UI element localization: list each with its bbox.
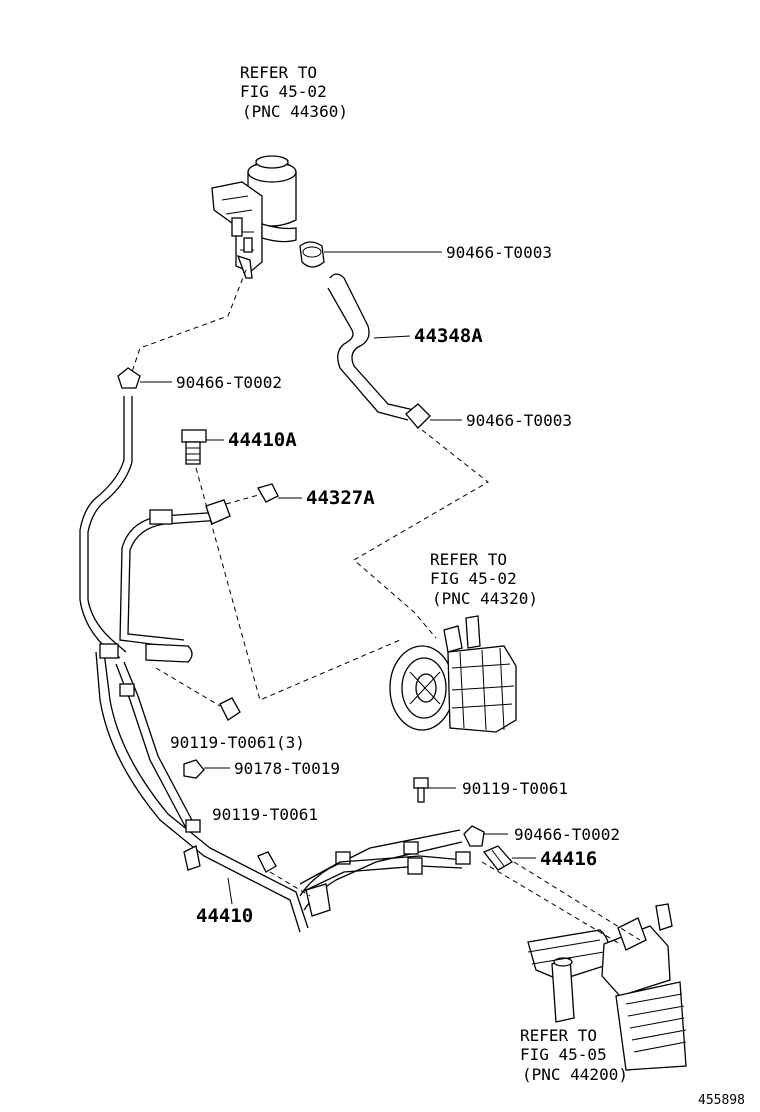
part-number-bolt-a[interactable]: 90119-T0061(3) xyxy=(170,733,305,752)
clamp-left-drawing xyxy=(117,367,141,389)
clamp-upper-drawing xyxy=(299,241,325,268)
clamp-lower-drawing xyxy=(405,403,431,429)
bolt-b-drawing xyxy=(413,777,429,803)
bolt-c-drawing xyxy=(257,851,277,873)
part-number-fitting[interactable]: 44416 xyxy=(540,848,597,870)
pump-drawing xyxy=(389,615,517,733)
nut-drawing xyxy=(183,759,205,779)
reference-line: (PNC 44360) xyxy=(242,102,348,121)
reference-reservoir: REFER TO FIG 45-02 (PNC 44360) xyxy=(240,63,348,121)
tube-drawing xyxy=(79,396,471,933)
clamp-right-drawing xyxy=(463,825,485,847)
part-number-clamp-lower[interactable]: 90466-T0003 xyxy=(466,411,572,430)
part-number-pressure-tube[interactable]: 44410 xyxy=(196,905,253,927)
leader-lines xyxy=(140,251,536,905)
reference-line: REFER TO xyxy=(430,550,507,569)
reference-line: (PNC 44320) xyxy=(432,589,538,608)
reference-gear: REFER TO FIG 45-05 (PNC 44200) xyxy=(520,1026,628,1084)
reference-line: FIG 45-02 xyxy=(430,569,517,588)
part-number-return-hose[interactable]: 44348A xyxy=(414,325,483,347)
reference-line: REFER TO xyxy=(520,1026,597,1045)
reference-line: FIG 45-05 xyxy=(520,1045,607,1064)
steering-gear-drawing xyxy=(527,903,687,1071)
illustration-id: 455898 xyxy=(698,1093,745,1108)
part-number-clamp-left[interactable]: 90466-T0002 xyxy=(176,373,282,392)
part-number-bolt-b[interactable]: 90119-T0061 xyxy=(462,779,568,798)
reference-line: REFER TO xyxy=(240,63,317,82)
dashed-guides xyxy=(131,269,641,945)
reference-line: (PNC 44200) xyxy=(522,1065,628,1084)
return-hose-drawing xyxy=(327,273,415,421)
reference-pump: REFER TO FIG 45-02 (PNC 44320) xyxy=(430,550,538,608)
part-number-nut[interactable]: 90178-T0019 xyxy=(234,759,340,778)
part-number-gasket[interactable]: 44327A xyxy=(306,487,375,509)
part-number-clamp-upper[interactable]: 90466-T0003 xyxy=(446,243,552,262)
part-number-union-bolt[interactable]: 44410A xyxy=(228,429,297,451)
bolt-a-drawing xyxy=(219,697,241,721)
reservoir-drawing xyxy=(211,155,297,279)
gasket-drawing xyxy=(257,483,279,503)
reference-line: FIG 45-02 xyxy=(240,82,327,101)
part-number-bolt-c[interactable]: 90119-T0061 xyxy=(212,805,318,824)
part-number-clamp-right[interactable]: 90466-T0002 xyxy=(514,825,620,844)
fitting-drawing xyxy=(482,845,514,871)
union-bolt-drawing xyxy=(181,429,207,465)
